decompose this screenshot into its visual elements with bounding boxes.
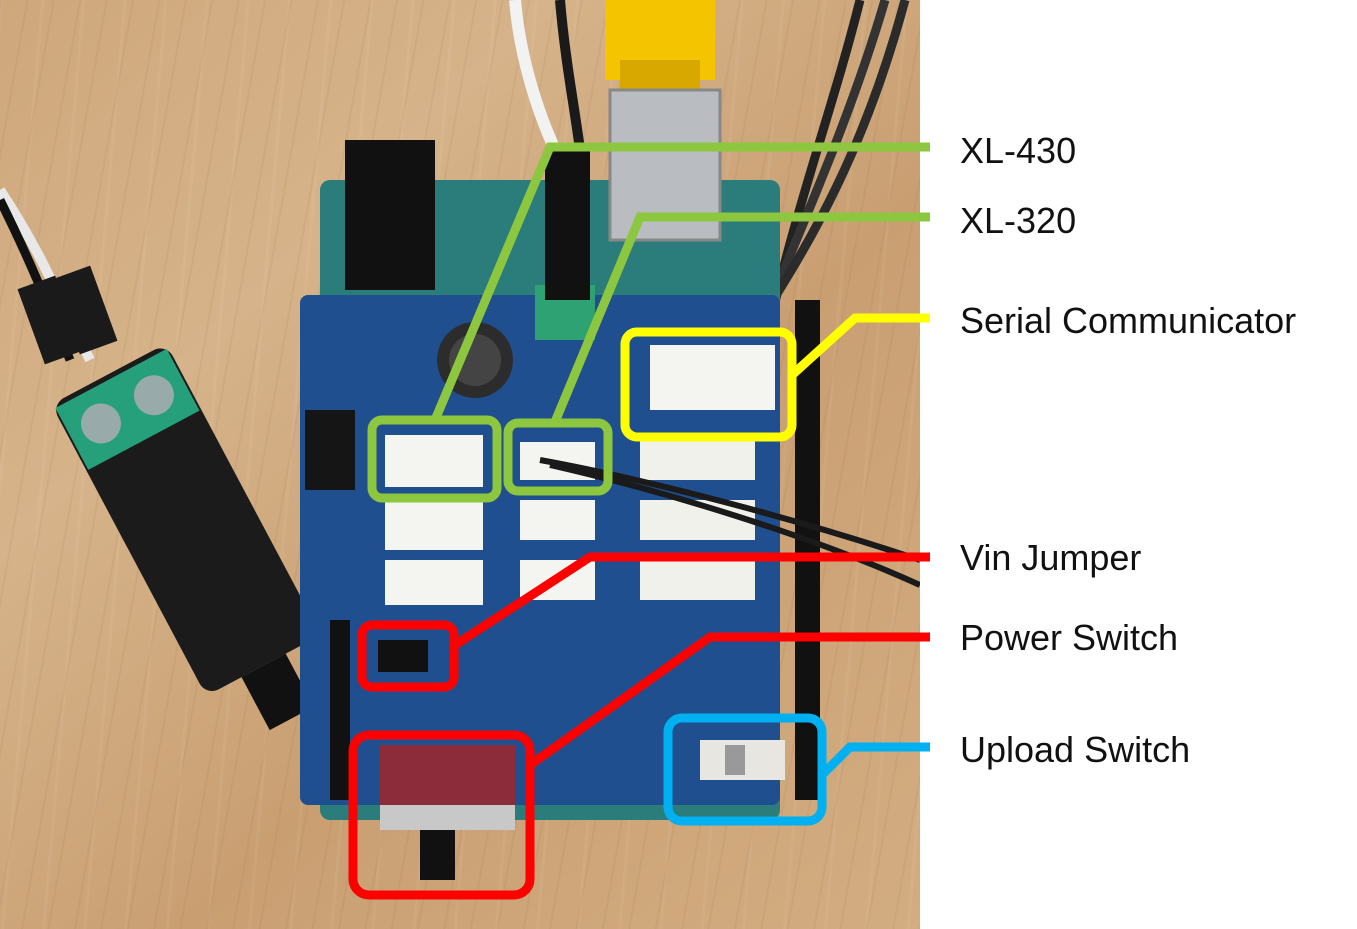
label-upload-switch: Upload Switch: [960, 729, 1191, 770]
label-xl320: XL-320: [960, 200, 1077, 241]
xl320-leader-line: [550, 212, 930, 424]
upload-switch-knob: [725, 745, 745, 775]
power-switch-plate: [380, 805, 515, 830]
dupont-1: [17, 275, 83, 365]
xl430-leader-line: [430, 142, 930, 422]
power-leader-line: [527, 632, 930, 769]
label-xl430: XL-430: [960, 130, 1077, 171]
connector-row3-a: [385, 560, 483, 605]
left-connector: [305, 410, 355, 490]
vin-leader-line: [452, 552, 930, 649]
xl430-connector: [385, 435, 483, 487]
dupont-2: [52, 265, 118, 355]
xl320-wire-2: [549, 462, 920, 588]
vin-jumper-block: [378, 640, 428, 672]
header-pins: [545, 150, 590, 300]
black-cable: [555, 0, 585, 151]
dc-adapter: [55, 348, 317, 731]
serial-highlight-box: [620, 327, 797, 442]
xl320-highlight-box: [503, 418, 613, 496]
connector-j6: [640, 440, 755, 480]
connector-row2-a: [385, 500, 483, 550]
serial-leader-line: [788, 313, 930, 379]
connector-j8: [640, 560, 755, 600]
connector-row2-b: [520, 500, 595, 540]
serial-connector: [650, 345, 775, 410]
dc-jack: [345, 140, 435, 290]
power-switch-lever: [420, 830, 455, 880]
vin-highlight-box: [357, 620, 459, 692]
upload-leader-line: [818, 742, 930, 779]
label-vin-jumper: Vin Jumper: [960, 537, 1142, 578]
label-power-switch: Power Switch: [960, 617, 1179, 658]
label-serial-communicator: Serial Communicator: [960, 300, 1297, 341]
left-header: [330, 620, 350, 800]
xl320-wire-1: [539, 457, 920, 563]
power-highlight-box: [348, 730, 535, 900]
upload-highlight-box: [663, 713, 827, 826]
board-photo: [0, 0, 920, 929]
xl430-highlight-box: [367, 415, 502, 503]
